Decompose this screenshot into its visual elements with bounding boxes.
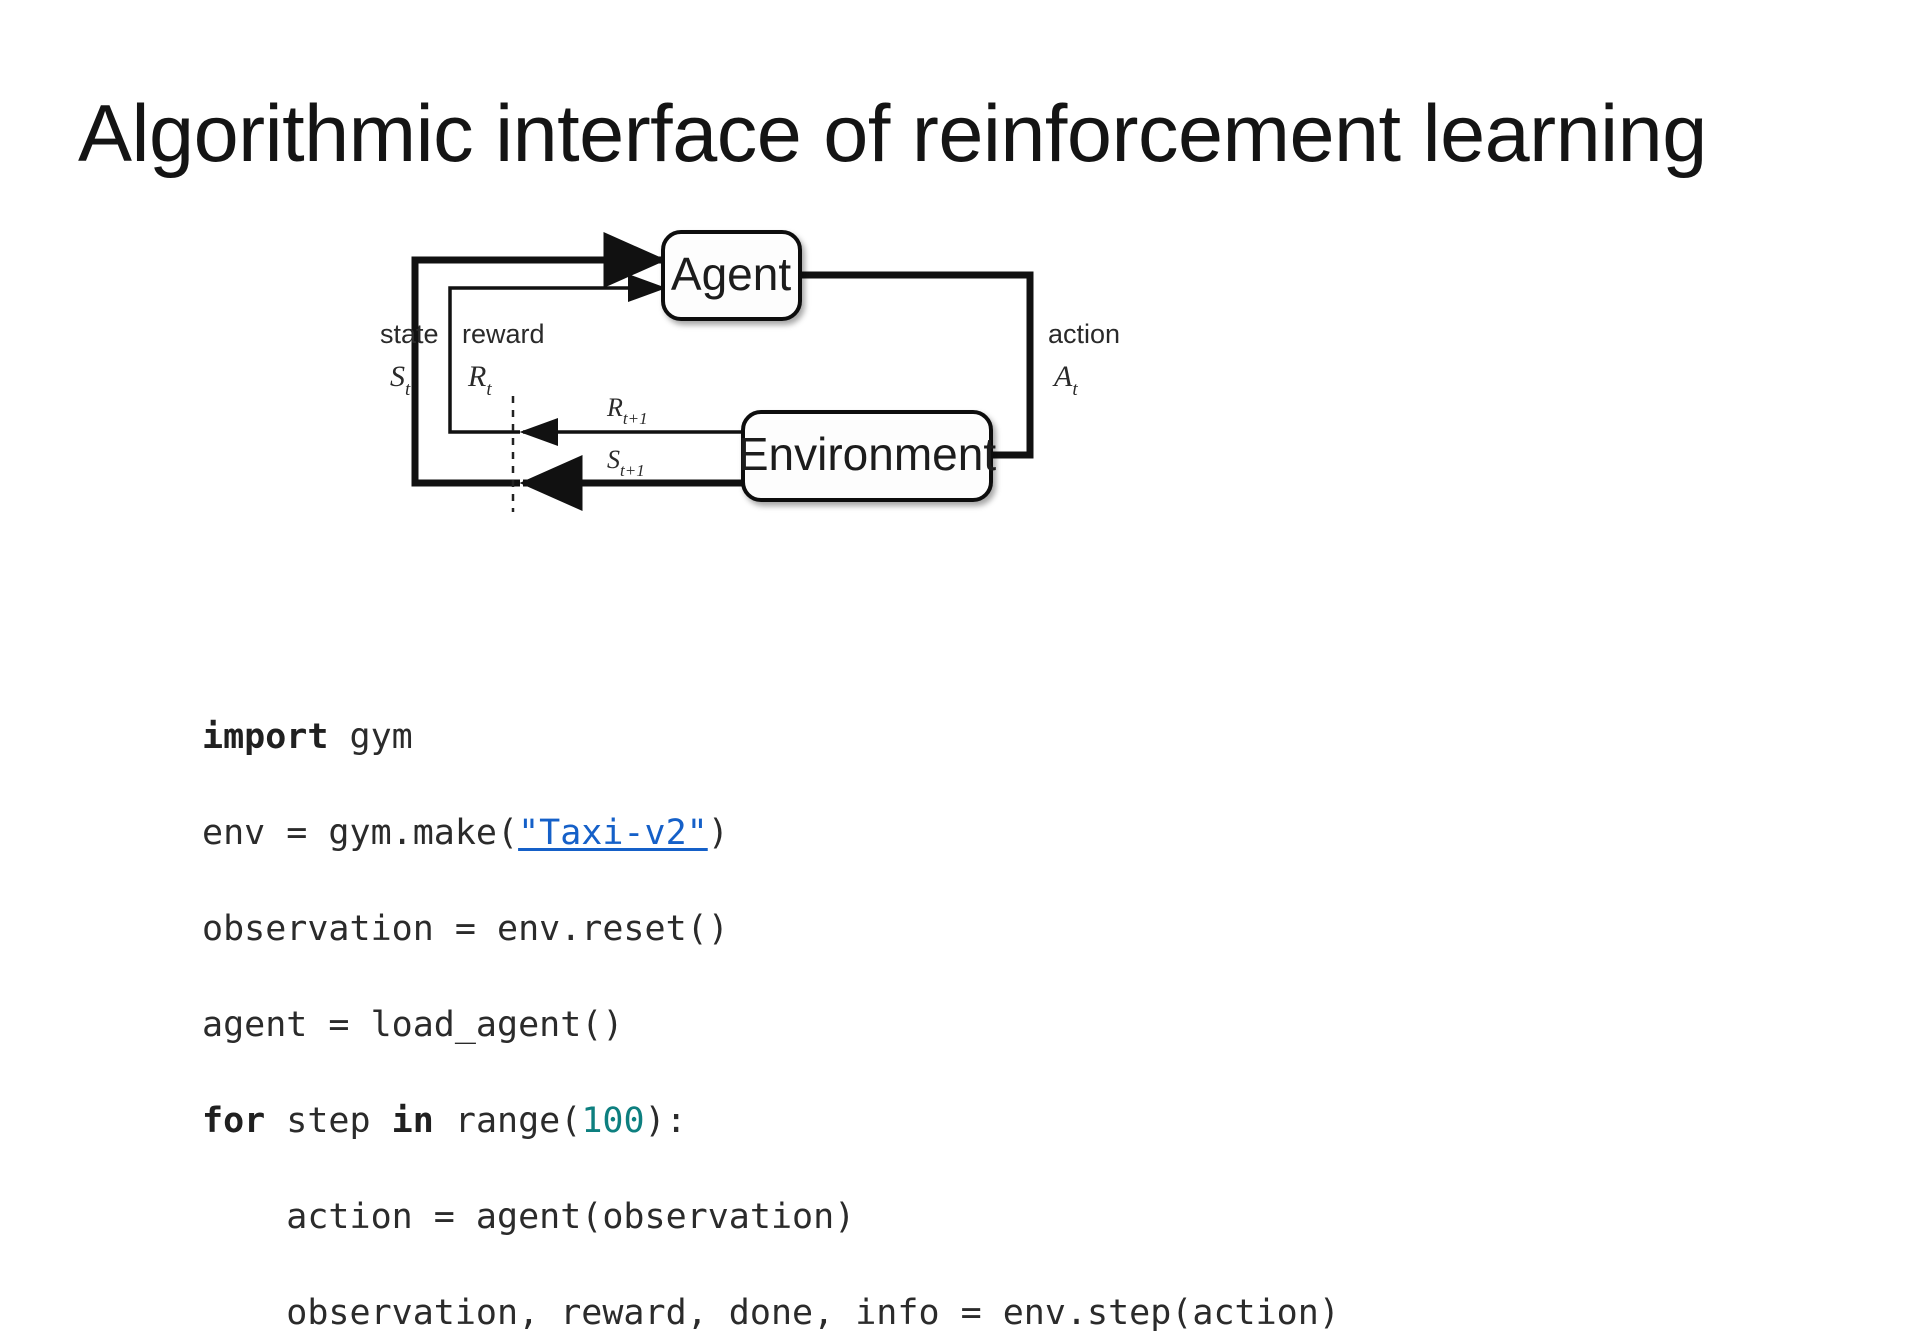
agent-box[interactable] <box>661 230 802 321</box>
code-line: agent = load_agent() <box>202 1001 1340 1049</box>
code-snippet: import gym env = gym.make("Taxi-v2") obs… <box>202 713 1340 1337</box>
reward-next-symbol-base: R <box>606 393 623 422</box>
code-text: action = agent(observation) <box>202 1197 856 1237</box>
code-text: env = gym.make( <box>202 813 519 853</box>
code-text: range( <box>433 1101 582 1141</box>
code-link-taxi-v2[interactable]: "Taxi-v2" <box>518 813 708 853</box>
node-agent[interactable]: Agent <box>661 230 802 321</box>
reward-symbol-base: R <box>467 360 486 393</box>
reward-symbol: Rt <box>467 360 492 400</box>
code-line: for step in range(100): <box>202 1097 1340 1145</box>
reward-label: reward <box>462 319 545 349</box>
code-line: env = gym.make("Taxi-v2") <box>202 809 1340 857</box>
action-symbol-base: A <box>1052 360 1073 393</box>
state-symbol-base: S <box>390 360 405 393</box>
reward-symbol-subscript: t <box>486 379 492 400</box>
state-label: state <box>380 319 439 349</box>
code-text: observation, reward, done, info = env.st… <box>202 1293 1340 1333</box>
code-text: step <box>265 1101 392 1141</box>
edge-state-wire <box>411 232 667 487</box>
state-symbol: St <box>390 360 411 400</box>
node-environment[interactable]: Environment <box>738 410 996 502</box>
code-line: action = agent(observation) <box>202 1193 1340 1241</box>
state-next-symbol: St+1 <box>607 445 645 480</box>
code-keyword: import <box>202 717 329 757</box>
rl-interaction-diagram: Agent Environment state St reward Rt act… <box>380 200 1540 620</box>
code-line: observation, reward, done, info = env.st… <box>202 1289 1340 1337</box>
edge-reward-wire <box>448 274 667 434</box>
code-keyword: in <box>391 1101 434 1141</box>
reward-next-symbol: Rt+1 <box>606 393 648 428</box>
environment-label: Environment <box>738 428 996 480</box>
code-text: ) <box>707 813 729 853</box>
code-number: 100 <box>581 1101 645 1141</box>
state-next-symbol-base: S <box>607 445 620 474</box>
diagram-canvas: Agent Environment state St reward Rt act… <box>380 230 1120 512</box>
environment-box[interactable] <box>741 410 993 502</box>
code-text: agent = load_agent() <box>202 1005 624 1045</box>
code-keyword: for <box>202 1101 266 1141</box>
reward-next-symbol-subscript: t+1 <box>623 409 648 428</box>
code-line: observation = env.reset() <box>202 905 1340 953</box>
action-label: action <box>1048 319 1120 349</box>
code-text: ): <box>644 1101 687 1141</box>
agent-label: Agent <box>671 248 791 300</box>
code-line: import gym <box>202 713 1340 761</box>
action-symbol: At <box>1052 360 1078 400</box>
state-next-symbol-subscript: t+1 <box>620 461 645 480</box>
code-text: observation = env.reset() <box>202 909 729 949</box>
page-title: Algorithmic interface of reinforcement l… <box>78 89 1707 180</box>
action-symbol-subscript: t <box>1072 379 1078 400</box>
state-symbol-subscript: t <box>405 379 411 400</box>
code-text: gym <box>328 717 413 757</box>
